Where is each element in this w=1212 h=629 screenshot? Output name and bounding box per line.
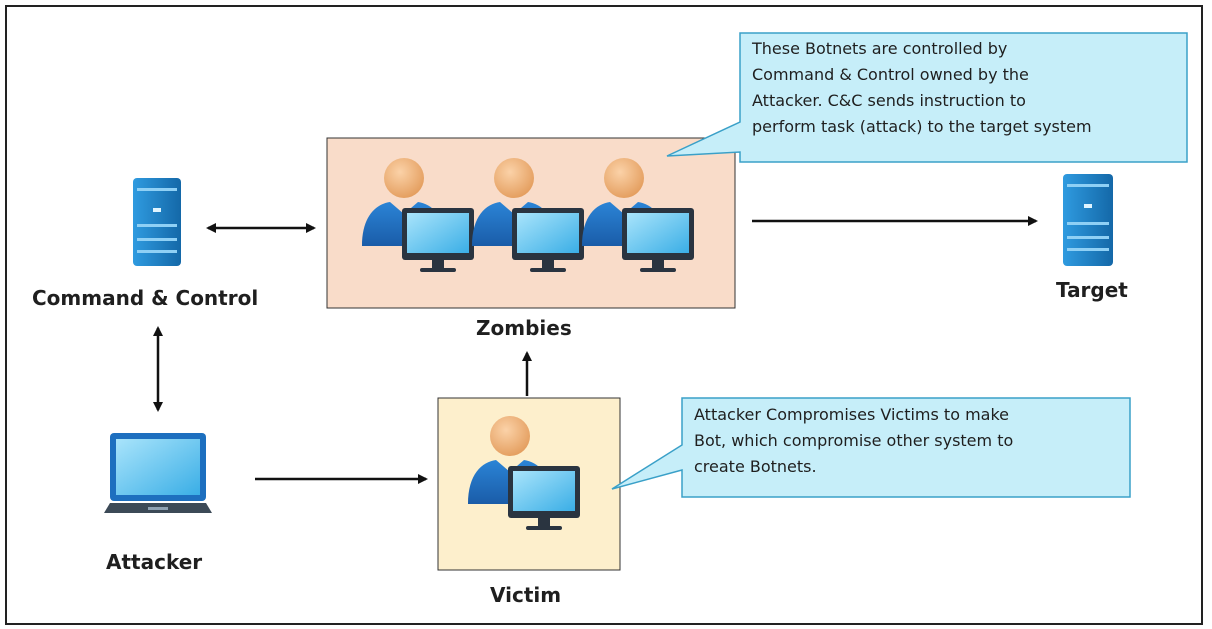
victim-label: Victim — [490, 583, 562, 607]
callout-line: Command & Control owned by the — [752, 65, 1029, 84]
callout-line: Attacker Compromises Victims to make — [694, 405, 1010, 424]
target-label: Target — [1056, 278, 1128, 302]
zombies-callout-text: These Botnets are controlled by Command … — [752, 36, 1182, 140]
user-computer-icon — [472, 158, 584, 272]
laptop-icon — [104, 433, 212, 513]
user-computer-icon — [362, 158, 474, 272]
callout-line: Bot, which compromise other system to — [694, 431, 1014, 450]
callout-line: perform task (attack) to the target syst… — [752, 117, 1092, 136]
zombies-label: Zombies — [476, 316, 572, 340]
callout-line: These Botnets are controlled by — [752, 39, 1008, 58]
user-computer-icon — [582, 158, 694, 272]
victim-callout — [611, 397, 1131, 498]
callout-line: Attacker. C&C sends instruction to — [752, 91, 1026, 110]
command-control-label: Command & Control — [32, 286, 259, 310]
user-computer-icon — [468, 416, 580, 530]
server-icon — [1063, 174, 1113, 266]
callout-line: create Botnets. — [694, 457, 817, 476]
server-icon — [133, 178, 181, 266]
victim-callout-text: Attacker Compromises Victims to make Bot… — [694, 402, 1124, 480]
attacker-label: Attacker — [106, 550, 203, 574]
zombies-callout — [666, 32, 1188, 163]
